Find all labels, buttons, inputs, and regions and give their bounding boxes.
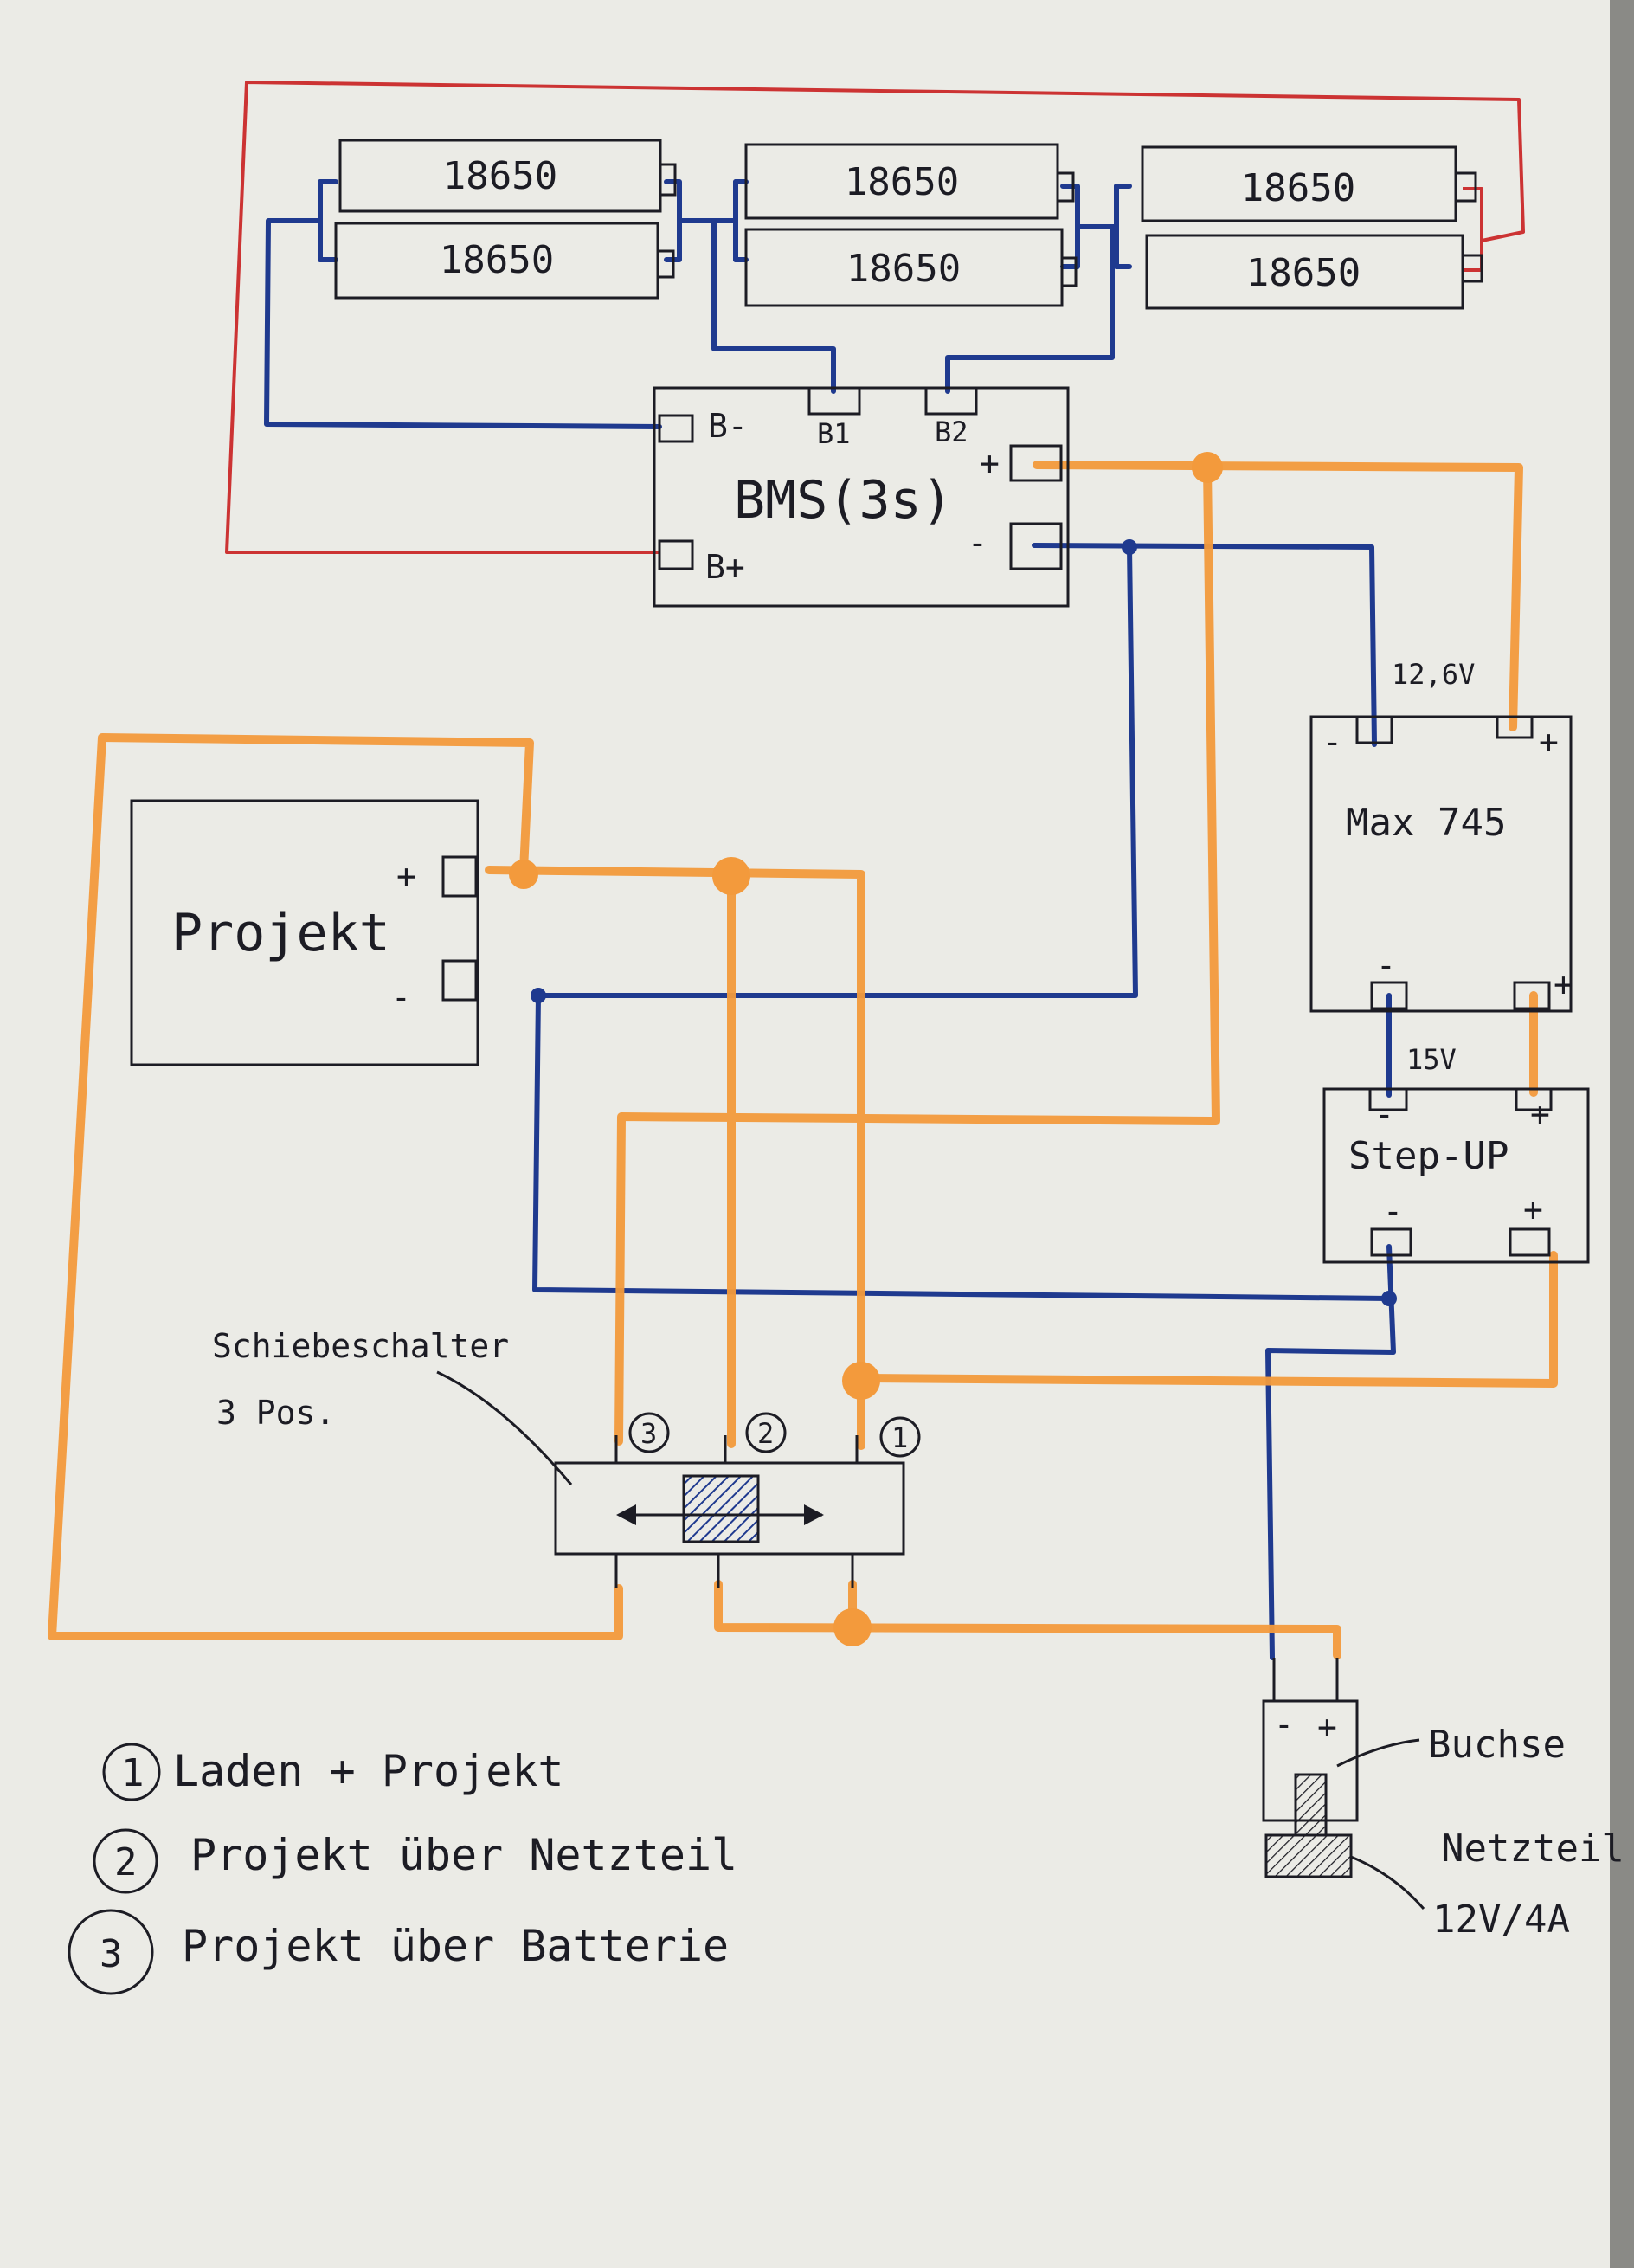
max745-out-plus: + — [1554, 965, 1573, 1003]
max745-title: Max 745 — [1346, 801, 1506, 845]
max745-out-minus: - — [1376, 946, 1396, 984]
cell-2 — [334, 222, 659, 300]
bms-pin-b1: B1 — [817, 417, 851, 450]
max745-input-voltage: 12,6V — [1392, 658, 1475, 691]
legend-number: 1 — [121, 1751, 145, 1795]
cell-labels: 18650 18650 18650 18650 18650 18650 — [440, 154, 1361, 295]
legend-text: Laden + Projekt — [173, 1746, 564, 1796]
max745-board: 12,6V - + Max 745 - + — [1309, 658, 1573, 1013]
projekt-box: + - Projekt — [130, 799, 479, 1066]
netzteil-label: Netzteil — [1441, 1827, 1624, 1871]
cell-4 — [744, 228, 1064, 307]
netzteil-rating: 12V/4A — [1432, 1898, 1570, 1942]
cell-1 — [338, 139, 662, 213]
bms-out-minus: - — [968, 524, 987, 562]
netzteil-plug: Netzteil 12V/4A — [1264, 1827, 1624, 1942]
switch-label-positions: 3 Pos. — [216, 1394, 335, 1432]
legend: 1 Laden + Projekt 2 Projekt über Netztei… — [68, 1743, 737, 1995]
legend-number: 3 — [100, 1932, 123, 1976]
legend-text: Projekt über Batterie — [182, 1921, 729, 1971]
bms-out-plus: + — [980, 444, 1000, 482]
buchse-plus: + — [1317, 1708, 1337, 1746]
battery-pack — [334, 139, 1483, 310]
step-up-out-plus: + — [1523, 1190, 1543, 1228]
switch-pos-2: 2 — [757, 1417, 774, 1450]
legend-item-2: 2 Projekt über Netzteil — [93, 1828, 737, 1894]
step-up-in-plus: + — [1530, 1095, 1550, 1133]
cell-label: 18650 — [1241, 166, 1355, 210]
buchse-jack: - + Buchse — [1262, 1658, 1566, 1837]
cell-label: 18650 — [1246, 251, 1361, 295]
step-up-title: Step-UP — [1348, 1134, 1509, 1178]
switch-pos-1: 1 — [891, 1421, 908, 1454]
blue-junctions — [531, 539, 1397, 1306]
slide-switch: 3 2 1 Schiebeschalter 3 Pos. — [212, 1327, 921, 1588]
legend-item-3: 3 Projekt über Batterie — [68, 1909, 729, 1995]
step-up-out-minus: - — [1383, 1192, 1403, 1230]
paper-edge — [1610, 0, 1634, 2268]
switch-label: Schiebeschalter — [212, 1327, 509, 1365]
legend-number: 2 — [114, 1840, 138, 1885]
step-up-board: 15V - + Step-UP - + — [1322, 1043, 1590, 1264]
cell-3 — [744, 143, 1059, 220]
cell-5 — [1141, 145, 1457, 222]
switch-knob — [682, 1474, 760, 1543]
projekt-plus: + — [396, 857, 416, 895]
buchse-minus: - — [1274, 1705, 1294, 1743]
bms-board: B- B1 B2 B+ + - BMS(3s) — [653, 386, 1070, 608]
bms-pin-b-plus: B+ — [705, 548, 745, 586]
bms-pin-b-minus: B- — [708, 407, 748, 445]
bms-pin-b2: B2 — [935, 416, 968, 448]
projekt-title: Projekt — [171, 903, 390, 963]
arrow-left-icon — [616, 1504, 636, 1525]
cell-label: 18650 — [846, 247, 961, 291]
legend-text: Projekt über Netzteil — [190, 1830, 737, 1880]
buchse-label: Buchse — [1428, 1723, 1566, 1767]
cell-label: 18650 — [443, 154, 557, 198]
legend-item-1: 1 Laden + Projekt — [102, 1743, 564, 1801]
step-up-input-voltage: 15V — [1406, 1043, 1457, 1076]
cell-label: 18650 — [845, 160, 959, 204]
projekt-minus: - — [391, 978, 411, 1016]
bms-title: BMS(3s) — [734, 470, 953, 531]
orange-junctions — [509, 452, 1223, 1646]
switch-pos-3: 3 — [640, 1417, 657, 1450]
max745-in-plus: + — [1539, 723, 1559, 761]
cell-6 — [1145, 234, 1464, 310]
cell-label: 18650 — [440, 238, 554, 282]
max745-in-minus: - — [1322, 723, 1342, 761]
arrow-right-icon — [804, 1504, 824, 1525]
step-up-in-minus: - — [1374, 1095, 1394, 1133]
